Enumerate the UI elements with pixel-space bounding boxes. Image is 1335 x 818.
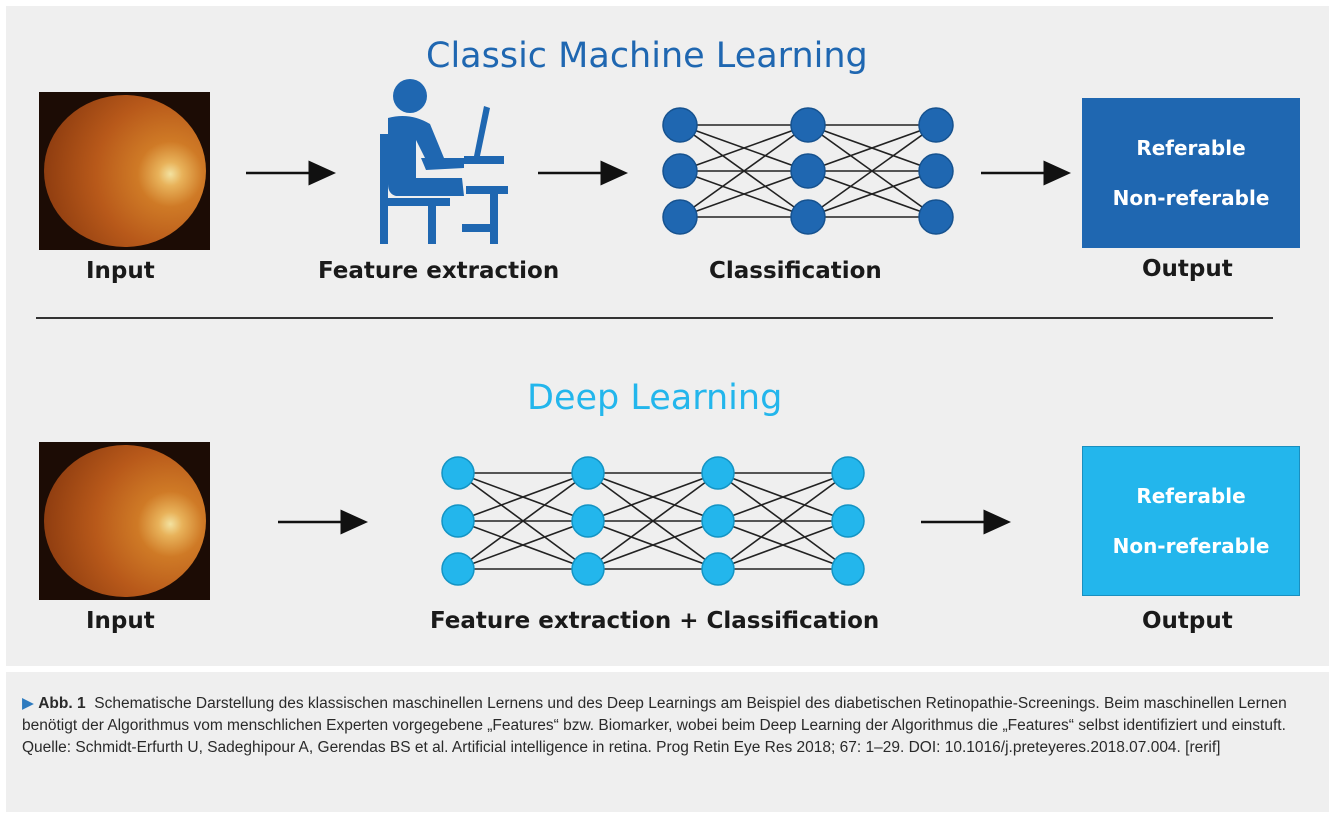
classic-network-node-0-0 bbox=[662, 107, 698, 143]
deep-network-edge bbox=[717, 520, 849, 570]
deep-network-node-1-1 bbox=[571, 504, 605, 538]
person-at-computer-icon bbox=[380, 79, 508, 244]
deep-network-node-2-0 bbox=[701, 456, 735, 490]
figure-caption: ▶ Abb. 1 Schematische Darstellung des kl… bbox=[22, 693, 1312, 759]
classic-output-referable: Referable bbox=[1136, 136, 1246, 160]
figure-panel: Classic Machine Learning Input bbox=[6, 6, 1329, 666]
deep-title: Deep Learning bbox=[527, 378, 783, 418]
deep-network-node-1-2 bbox=[571, 552, 605, 586]
arrows-layer bbox=[36, 160, 1273, 535]
classic-network-node-1-2 bbox=[790, 199, 826, 235]
deep-output-non-referable: Non-referable bbox=[1112, 534, 1270, 558]
classic-network-edge bbox=[807, 124, 937, 218]
classic-network-edge bbox=[679, 170, 809, 218]
caption-label: Abb. 1 bbox=[38, 695, 86, 712]
classic-input-label: Input bbox=[86, 258, 155, 284]
classic-network-node-0-1 bbox=[662, 153, 698, 189]
deep-feature-classification-label: Feature extraction + Classification bbox=[430, 608, 880, 634]
deep-network-edge bbox=[457, 472, 589, 570]
classic-output-non-referable: Non-referable bbox=[1112, 186, 1270, 210]
deep-output-referable: Referable bbox=[1136, 484, 1246, 508]
classic-network-node-2-0 bbox=[918, 107, 954, 143]
deep-network-edge bbox=[587, 520, 719, 570]
deep-network-node-3-2 bbox=[831, 552, 865, 586]
classic-network-edge bbox=[807, 124, 937, 172]
caption-panel: ▶ Abb. 1 Schematische Darstellung des kl… bbox=[6, 672, 1329, 812]
classic-network-node-2-2 bbox=[918, 199, 954, 235]
deep-input-retina-image bbox=[39, 442, 210, 600]
classic-title: Classic Machine Learning bbox=[426, 36, 868, 76]
classic-neural-network bbox=[662, 107, 954, 235]
deep-network-edge bbox=[457, 520, 589, 570]
deep-output-box: Referable Non-referable bbox=[1082, 446, 1300, 596]
deep-neural-network bbox=[441, 456, 865, 586]
deep-output-label: Output bbox=[1142, 608, 1233, 634]
classic-network-node-2-1 bbox=[918, 153, 954, 189]
classic-network-edge bbox=[807, 170, 937, 218]
deep-input-label: Input bbox=[86, 608, 155, 634]
caption-marker: ▶ bbox=[22, 695, 34, 712]
deep-network-node-1-0 bbox=[571, 456, 605, 490]
deep-network-node-2-1 bbox=[701, 504, 735, 538]
deep-network-node-2-2 bbox=[701, 552, 735, 586]
classic-network-edge bbox=[679, 124, 809, 218]
deep-network-node-0-0 bbox=[441, 456, 475, 490]
classic-network-node-1-0 bbox=[790, 107, 826, 143]
classic-input-retina-image bbox=[39, 92, 210, 250]
deep-network-edge bbox=[717, 472, 849, 522]
deep-network-node-3-1 bbox=[831, 504, 865, 538]
classic-network-node-0-2 bbox=[662, 199, 698, 235]
classic-output-box: Referable Non-referable bbox=[1082, 98, 1300, 248]
classic-feature-extraction-label: Feature extraction bbox=[318, 258, 560, 284]
classic-classification-label: Classification bbox=[709, 258, 882, 284]
classic-output-label: Output bbox=[1142, 256, 1233, 282]
deep-network-node-0-2 bbox=[441, 552, 475, 586]
deep-network-edge bbox=[587, 472, 719, 522]
deep-network-edge bbox=[457, 472, 589, 522]
deep-network-node-3-0 bbox=[831, 456, 865, 490]
deep-network-node-0-1 bbox=[441, 504, 475, 538]
deep-network-edge bbox=[587, 472, 719, 570]
classic-network-node-1-1 bbox=[790, 153, 826, 189]
classic-network-edge bbox=[679, 124, 809, 172]
caption-body: Schematische Darstellung des klassischen… bbox=[22, 695, 1287, 756]
deep-network-edge bbox=[717, 472, 849, 570]
